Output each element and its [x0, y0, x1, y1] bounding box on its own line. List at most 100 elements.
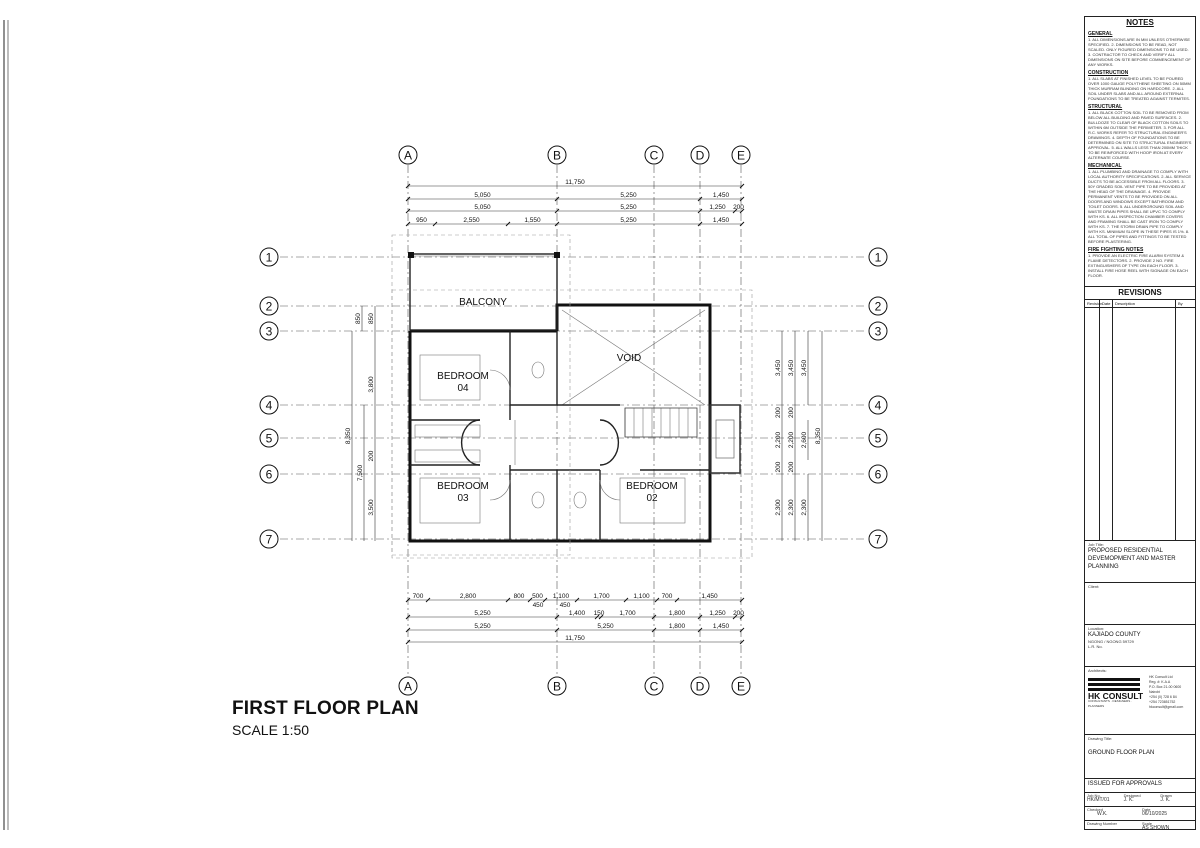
notes-header: NOTES [1126, 18, 1154, 27]
dim-bottom-3-tick [739, 627, 745, 633]
dim-bottom-2-tick [594, 614, 600, 620]
dim-bottom-2-tick [651, 614, 657, 620]
dim-bottom-2-tick [697, 614, 703, 620]
dim-bottom-overall-tick [405, 639, 411, 645]
checked-by: W.K. [1097, 811, 1108, 817]
grid-label-B: B [553, 149, 561, 163]
column [554, 252, 560, 258]
roof-overhang [391, 234, 571, 556]
issued-status: ISSUED FOR APPROVALS [1088, 781, 1162, 787]
location-line-1: KAJIADO COUNTY [1088, 632, 1141, 638]
column [408, 252, 414, 258]
grid-label-C: C [650, 149, 659, 163]
dim-left-label: 8,350 [345, 427, 352, 444]
dim-left-label: 850 [368, 313, 375, 324]
issued-section: ISSUED FOR APPROVALS [1085, 779, 1195, 793]
revisions-header: REVISIONS [1085, 287, 1195, 300]
dim-top-3-tick [697, 221, 703, 227]
dim-bottom-1-label: 1,100 [633, 593, 650, 600]
firm-address-line: Reg. #: K.A.A [1149, 680, 1171, 684]
drawing-title-label: Drawing Title: [1088, 736, 1113, 741]
dim-top-1-label: 5,250 [620, 192, 637, 199]
architects-section: Architects: HK CONSULT CONSULTANTS · DES… [1085, 667, 1195, 735]
grid-label-5: 5 [875, 432, 882, 446]
roof-overhang [391, 289, 753, 559]
grid-bubble-B [547, 676, 567, 696]
bed-03 [419, 477, 481, 524]
firm-address-line: hkconsult@gmail.com [1149, 705, 1184, 709]
dim-bottom-1-label: 1,100 [553, 593, 570, 600]
bed-04 [419, 354, 481, 401]
dim-top-1-tick [554, 196, 560, 202]
grid-label-C: C [650, 680, 659, 694]
checked-label: Checked [1087, 807, 1103, 812]
grid-bubble-1 [868, 247, 888, 267]
dim-top-3-label: 1,550 [524, 217, 541, 224]
grid-label-D: D [696, 149, 705, 163]
drawing-no-row: Drawing Number Scale AS SHOWN [1085, 821, 1195, 835]
grid-label-4: 4 [266, 399, 273, 413]
dim-bottom-2-label: 5,250 [474, 610, 491, 617]
exterior-wall [408, 303, 712, 543]
grid-label-6: 6 [266, 468, 273, 482]
dim-bottom-2-label: 1,400 [569, 610, 586, 617]
dim-bottom-1-tick [405, 597, 411, 603]
dim-bottom-1-label: 500 [532, 593, 543, 600]
grid-label-7: 7 [266, 533, 273, 547]
dim-right-label: 200 [788, 407, 795, 418]
dim-right-label: 2,200 [775, 431, 782, 448]
dim-left-label: 3,800 [368, 376, 375, 393]
fire-header: FIRE FIGHTING NOTES [1088, 247, 1144, 253]
structural-header: STRUCTURAL [1088, 104, 1123, 110]
dim-top-2-tick [739, 208, 745, 214]
toilet-icon [573, 491, 587, 509]
grid-bubble-5 [868, 428, 888, 448]
date-label: Date [1142, 807, 1151, 812]
dim-bottom-2-label: 150 [594, 610, 605, 617]
dim-top-1-tick [405, 196, 411, 202]
dim-bottom-2-label: 1,250 [709, 610, 726, 617]
dim-bottom-1-label: 2,800 [460, 593, 477, 600]
dim-bottom-1-tick [623, 597, 629, 603]
dim-top-2-label: 200 [733, 204, 744, 211]
dim-bottom-3-label: 1,800 [669, 623, 686, 630]
dim-top-3-label: 2,550 [463, 217, 480, 224]
room-label-bedroom-03: BEDROOM [437, 481, 489, 492]
dim-left-label: 3,500 [368, 499, 375, 516]
dim-bottom-2-tick [405, 614, 411, 620]
construction-notes: 1. ALL SLABS AT FINISHED LEVEL TO BE POU… [1088, 76, 1191, 101]
floor-plan [391, 234, 753, 559]
dim-bottom-1-label: 700 [413, 593, 424, 600]
checked-row: Checked W.K. Date 06/10/2025 [1085, 807, 1195, 821]
dim-bottom-3-label: 5,250 [597, 623, 614, 630]
grid-label-1: 1 [875, 251, 882, 265]
job-no-label: Job No. [1087, 793, 1101, 798]
drawing-title-section: Drawing Title: GROUND FLOOR PLAN [1085, 735, 1195, 779]
dim-top-overall-label: 11,750 [565, 179, 585, 186]
rev-col-date: Date [1100, 300, 1113, 307]
construction-header: CONSTRUCTION [1088, 70, 1129, 76]
arch [460, 419, 481, 466]
bathroom-04-wall [509, 331, 558, 406]
stair-core [709, 404, 741, 474]
grid-bubble-2 [868, 296, 888, 316]
dim-bottom-2-label: 1,800 [669, 610, 686, 617]
dim-right-label: 200 [775, 407, 782, 418]
room-label-bedroom-04-number: 04 [457, 383, 469, 394]
general-header: GENERAL [1088, 31, 1113, 37]
grid-label-7: 7 [875, 533, 882, 547]
dim-top-3-tick [505, 221, 511, 227]
grid-label-2: 2 [875, 300, 882, 314]
fire-notes: 1. PROVIDE AN ELECTRIC FIRE ALARM SYSTEM… [1088, 253, 1188, 278]
dim-top-2-tick [732, 208, 738, 214]
wardrobe [414, 424, 481, 438]
job-title: PROPOSED RESIDENTIAL DEVEMOPMENT AND MAS… [1088, 548, 1176, 570]
rev-col-by: By [1178, 301, 1183, 306]
job-title-label: Job Title: [1088, 542, 1105, 547]
grid-label-D: D [696, 680, 705, 694]
grid-bubble-B [547, 145, 567, 165]
job-no-row: Job No. HK/MT/01 Designed J. K. Drawn J.… [1085, 793, 1195, 807]
dim-bottom-3-label: 1,450 [713, 623, 730, 630]
dim-left-label: 200 [368, 450, 375, 461]
